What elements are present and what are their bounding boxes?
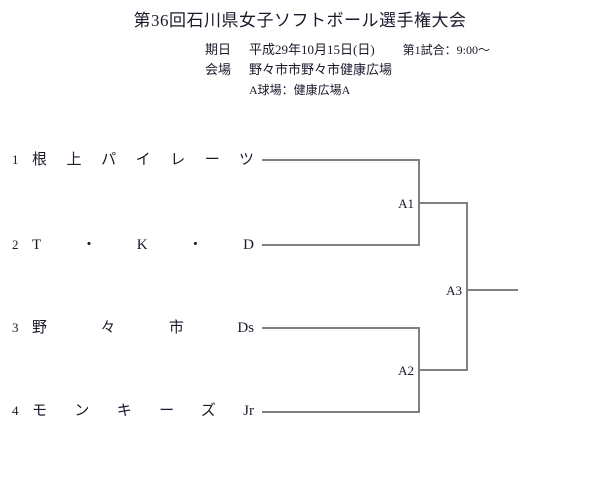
venue-value: 野々市市野々市健康広場 bbox=[249, 62, 393, 77]
seed-number-4: 4 bbox=[12, 403, 19, 418]
bracket-line-seed1-feed bbox=[262, 159, 420, 161]
date-label: 期日 bbox=[205, 42, 232, 57]
bracket-line-a2-winner bbox=[418, 369, 468, 371]
seed-number-1: 1 bbox=[12, 152, 19, 167]
team-name-3: 野々市Ds bbox=[32, 320, 254, 336]
bracket-line-a1-winner bbox=[418, 202, 468, 204]
seed-number-3: 3 bbox=[12, 320, 19, 335]
bracket-line-seed4-feed bbox=[262, 411, 420, 413]
field-note: A球場：健康広場A bbox=[249, 83, 351, 97]
event-field-row: A球場：健康広場A bbox=[205, 80, 490, 100]
bracket-joiner-a3 bbox=[466, 202, 468, 371]
event-details: 期日 平成29年10月15日(日) 第1試合：9:00～ 会場 野々市市野々市健康広場… bbox=[205, 40, 490, 100]
page-title: 第36回石川県女子ソフトボール選手権大会 bbox=[133, 11, 467, 30]
seed-number-2: 2 bbox=[12, 237, 19, 252]
team-name-4: モンキーズJr bbox=[32, 403, 254, 419]
bracket-line-seed3-feed bbox=[262, 327, 420, 329]
date-value: 平成29年10月15日(日) bbox=[249, 42, 375, 57]
event-date-row: 期日 平成29年10月15日(日) 第1試合：9:00～ bbox=[205, 40, 490, 60]
first-game-time: 第1試合：9:00～ bbox=[402, 43, 491, 57]
match-label-a3: A3 bbox=[446, 283, 462, 298]
match-label-a2: A2 bbox=[398, 363, 414, 378]
venue-label: 会場 bbox=[205, 62, 232, 77]
team-name-2: T・K・D bbox=[32, 237, 254, 253]
team-name-1: 根上パイレーツ bbox=[32, 152, 254, 168]
bracket-line-champion bbox=[466, 289, 518, 291]
event-venue-row: 会場 野々市市野々市健康広場 bbox=[205, 60, 490, 80]
match-label-a1: A1 bbox=[398, 196, 414, 211]
bracket-line-seed2-feed bbox=[262, 244, 420, 246]
